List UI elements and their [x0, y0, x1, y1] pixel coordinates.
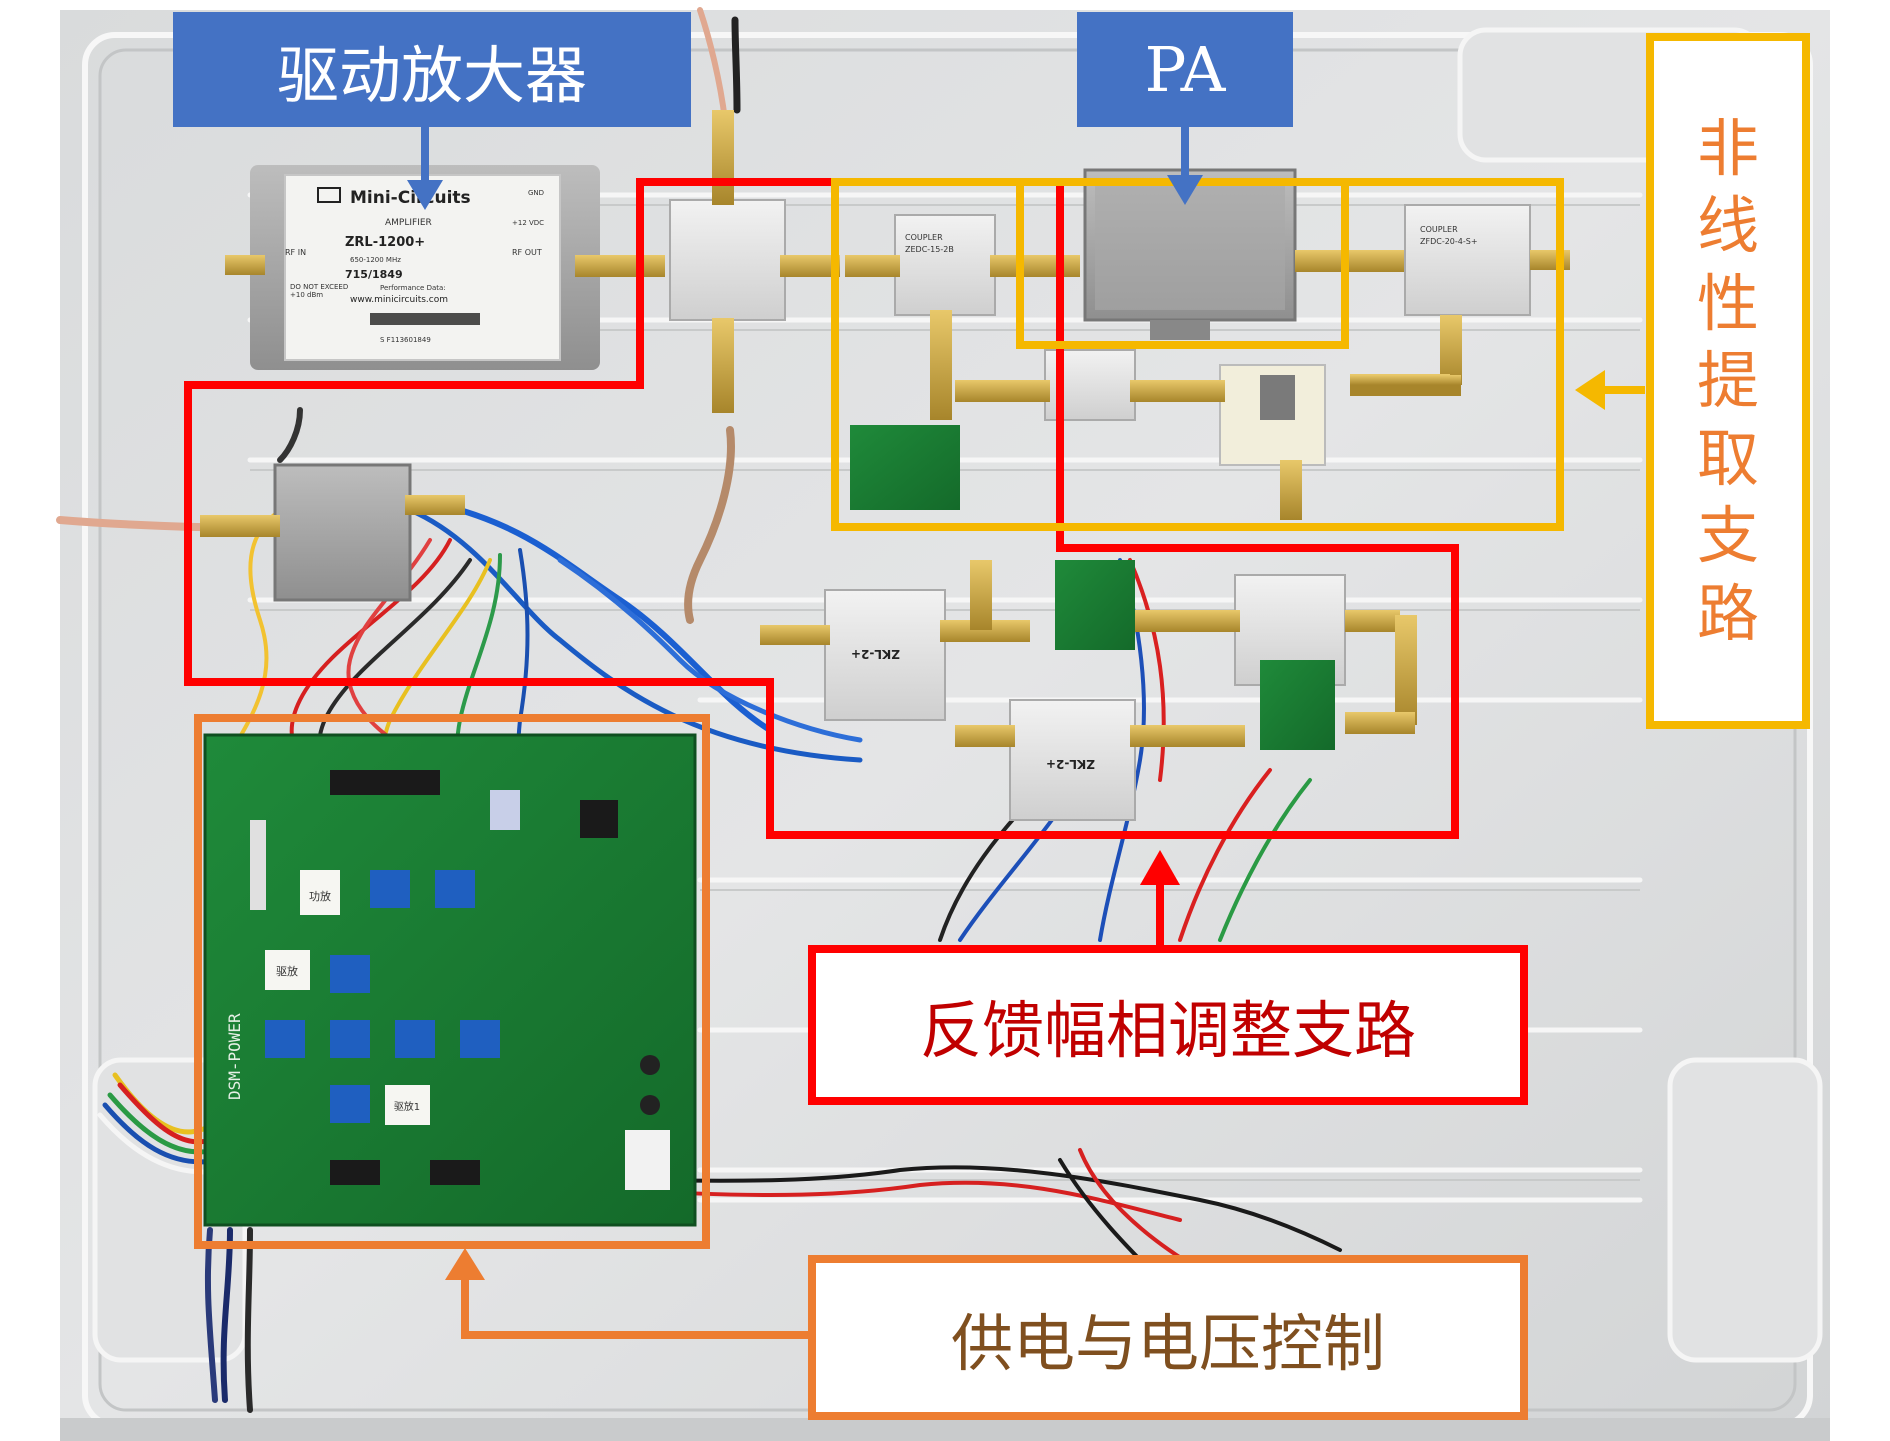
sticker3-text: 驱放1 — [394, 1100, 420, 1113]
coupler2-model: ZFDC-20-4-S+ — [1420, 237, 1478, 246]
coupler-zedc: COUPLER ZEDC-15-2B — [845, 214, 1080, 420]
annotation-frames — [184, 178, 1564, 1249]
driver-amp-brand: Mini-Circuits — [350, 188, 471, 208]
driver-amp-freq: 650-1200 MHz — [350, 256, 401, 264]
metal-box-left — [200, 463, 465, 602]
power-arrow — [461, 1275, 808, 1339]
coupler2-type: COUPLER — [1420, 225, 1458, 234]
nonlinear-char-5: 取 — [1696, 421, 1759, 495]
driver-amp-serial: S F113601849 — [380, 336, 431, 344]
power-control-label: 供电与电压控制 — [808, 1255, 1528, 1420]
power-control-board: 功放 驱放 驱放1 DSM-POWER — [203, 733, 697, 1227]
driver-amplifier-module: Mini-Circuits AMPLIFIER ZRL-1200+ 650-12… — [225, 165, 665, 370]
amp2-model: ZKL-2+ — [1046, 757, 1095, 771]
pa-module — [1083, 168, 1405, 340]
nonlinear-char-4: 提 — [1696, 344, 1759, 418]
nonlinear-char-1: 非 — [1696, 111, 1759, 185]
driver-amp-gnd: GND — [528, 189, 544, 197]
nonlinear-components — [850, 349, 1326, 520]
sticker2-text: 驱放 — [276, 964, 298, 978]
board-silkscreen: DSM-POWER — [225, 1013, 244, 1100]
driver-amp-port-out: RF OUT — [512, 248, 542, 257]
nonlinear-char-2: 线 — [1696, 189, 1759, 263]
nonlinear-char-6: 支 — [1696, 499, 1759, 573]
amp1-model: ZKL-2+ — [851, 647, 900, 661]
sticker-2 — [265, 950, 310, 990]
annotation-arrows — [407, 127, 1645, 1339]
driver-amp-port-in: RF IN — [285, 248, 306, 257]
driver-amp-model: ZRL-1200+ — [345, 235, 425, 250]
driver-amp-vdc: +12 VDC — [512, 219, 544, 227]
sticker1-text: 功放 — [309, 889, 331, 903]
trimmer-potentiometers — [265, 870, 500, 1123]
pa-sub-frame — [1016, 182, 1349, 349]
power-control-frame — [194, 714, 710, 1249]
nonlinear-char-7: 路 — [1696, 576, 1759, 650]
feedback-components: ZKL-2+ ZKL-2+ — [760, 560, 1417, 821]
coupler1-type: COUPLER — [905, 233, 943, 242]
coupler-zfdc: COUPLER ZFDC-20-4-S+ — [1350, 204, 1570, 396]
driver-amp-type: AMPLIFIER — [385, 218, 432, 228]
sticker-1 — [300, 870, 340, 915]
nonlinear-branch-label: 非 线 性 提 取 支 路 — [1646, 33, 1810, 729]
driver-amp-lot: 715/1849 — [345, 268, 403, 281]
driver-amp-perf: Performance Data: — [380, 284, 446, 292]
driver-amp-url: www.minicircuits.com — [350, 295, 448, 305]
feedback-branch-frame — [184, 178, 1459, 839]
driver-amp-label: 驱动放大器 — [173, 12, 691, 127]
driver-amp-warning: DO NOT EXCEED +10 dBm — [290, 283, 349, 300]
pa-label: PA — [1077, 12, 1293, 127]
nonlinear-char-3: 性 — [1696, 266, 1759, 340]
sticker-3 — [385, 1085, 430, 1125]
feedback-branch-label: 反馈幅相调整支路 — [808, 945, 1528, 1105]
power-splitter — [669, 110, 840, 413]
coupler1-model: ZEDC-15-2B — [905, 245, 954, 254]
